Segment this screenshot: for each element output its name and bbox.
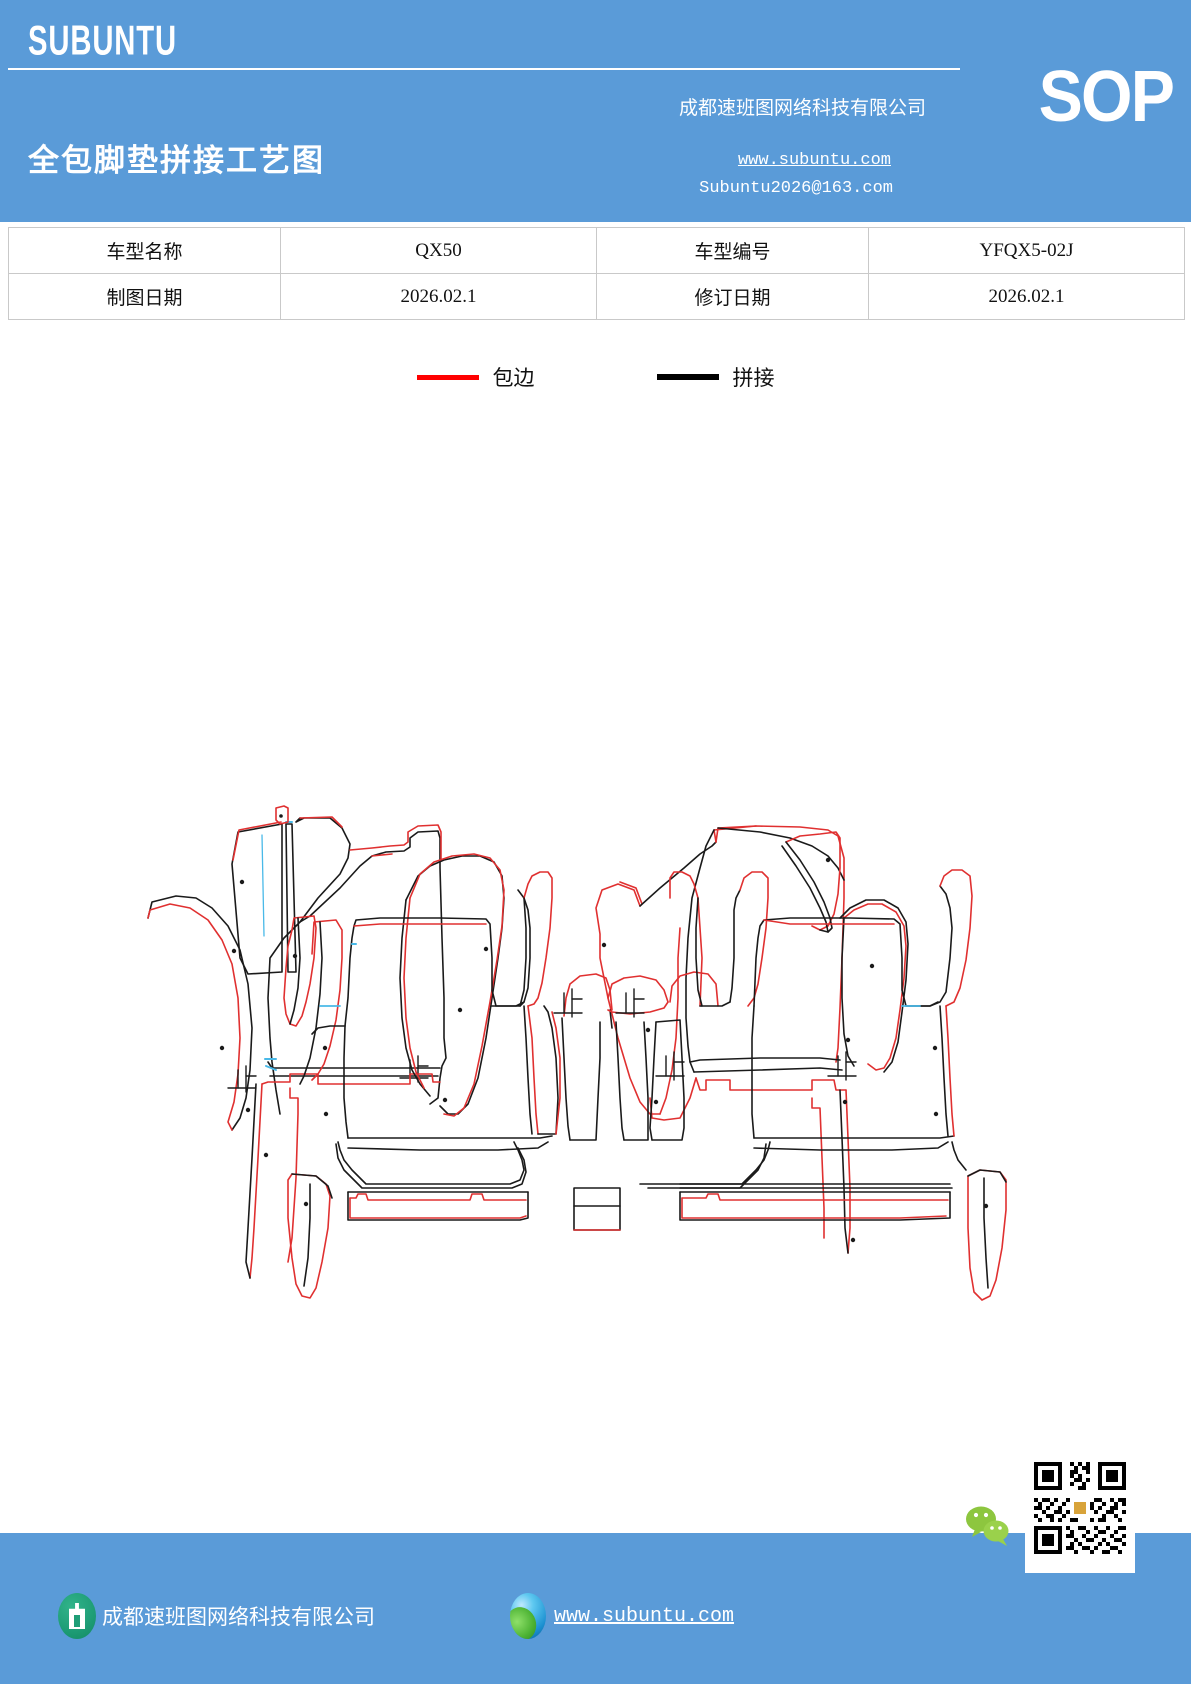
stop-mark-icon — [615, 988, 645, 1018]
cell-revise-date-label: 修订日期 — [596, 273, 869, 320]
wechat-icon — [966, 1506, 1009, 1546]
drawing-legend: 包边 拼接 — [0, 362, 1191, 392]
table-row: 车型名称 QX50 车型编号 YFQX5-02J — [8, 227, 1185, 274]
cell-model-code-label: 车型编号 — [596, 227, 869, 274]
red-line-swatch-icon — [416, 374, 479, 380]
globe-icon — [510, 1593, 546, 1639]
footer-website-link[interactable]: www.subuntu.com — [554, 1604, 735, 1628]
cell-revise-date-value: 2026.02.1 — [868, 273, 1185, 320]
stop-mark-icon — [655, 1051, 685, 1081]
footer-company-name: 成都速班图网络科技有限公司 — [102, 1605, 375, 1629]
stop-mark-icon — [553, 988, 583, 1018]
vehicle-info-table: 车型名称 QX50 车型编号 YFQX5-02J 制图日期 2026.02.1 … — [8, 227, 1185, 320]
legend-label-seam: 拼接 — [732, 367, 775, 390]
black-line-swatch-icon — [656, 374, 719, 380]
cell-model-code-value: YFQX5-02J — [868, 227, 1185, 274]
front-left-mat-pattern — [147, 816, 505, 1279]
document-footer: 成都速班图网络科技有限公司 www.subuntu.com — [0, 1533, 1191, 1684]
cell-model-name-value: QX50 — [280, 227, 597, 274]
legend-item-seam: 拼接 — [656, 362, 775, 392]
stop-mark-icon — [227, 1065, 257, 1093]
footer-website-block[interactable]: www.subuntu.com — [510, 1593, 734, 1639]
legend-item-binding: 包边 — [416, 362, 535, 392]
document-type-badge: SOP — [1038, 57, 1175, 137]
front-right-mat-pattern — [595, 825, 909, 1254]
rear-mat-pattern — [275, 805, 1007, 1301]
header-email[interactable]: Subuntu2026@163.com — [699, 179, 893, 198]
qr-code — [1025, 1443, 1135, 1573]
stop-mark-icon — [827, 1051, 857, 1081]
page-title: 全包脚垫拼接工艺图 — [28, 143, 325, 178]
qr-code-image — [1030, 1458, 1130, 1558]
pattern-drawing-svg — [147, 805, 1007, 1301]
document-header: SUBUNTU 全包脚垫拼接工艺图 成都速班图网络科技有限公司 www.subu… — [0, 0, 1191, 222]
header-website-link[interactable]: www.subuntu.com — [737, 151, 891, 170]
legend-label-binding: 包边 — [492, 367, 535, 390]
header-divider — [8, 68, 960, 70]
cell-model-name-label: 车型名称 — [8, 227, 281, 274]
header-company-name: 成都速班图网络科技有限公司 — [678, 98, 926, 119]
building-icon — [58, 1593, 96, 1639]
cell-draw-date-label: 制图日期 — [8, 273, 281, 320]
table-row: 制图日期 2026.02.1 修订日期 2026.02.1 — [8, 273, 1185, 320]
cell-draw-date-value: 2026.02.1 — [280, 273, 597, 320]
stop-mark-icon — [399, 1055, 429, 1083]
technical-drawing-area — [0, 398, 1191, 1428]
brand-logo: SUBUNTU — [28, 18, 177, 65]
footer-company-block: 成都速班图网络科技有限公司 — [58, 1593, 375, 1639]
